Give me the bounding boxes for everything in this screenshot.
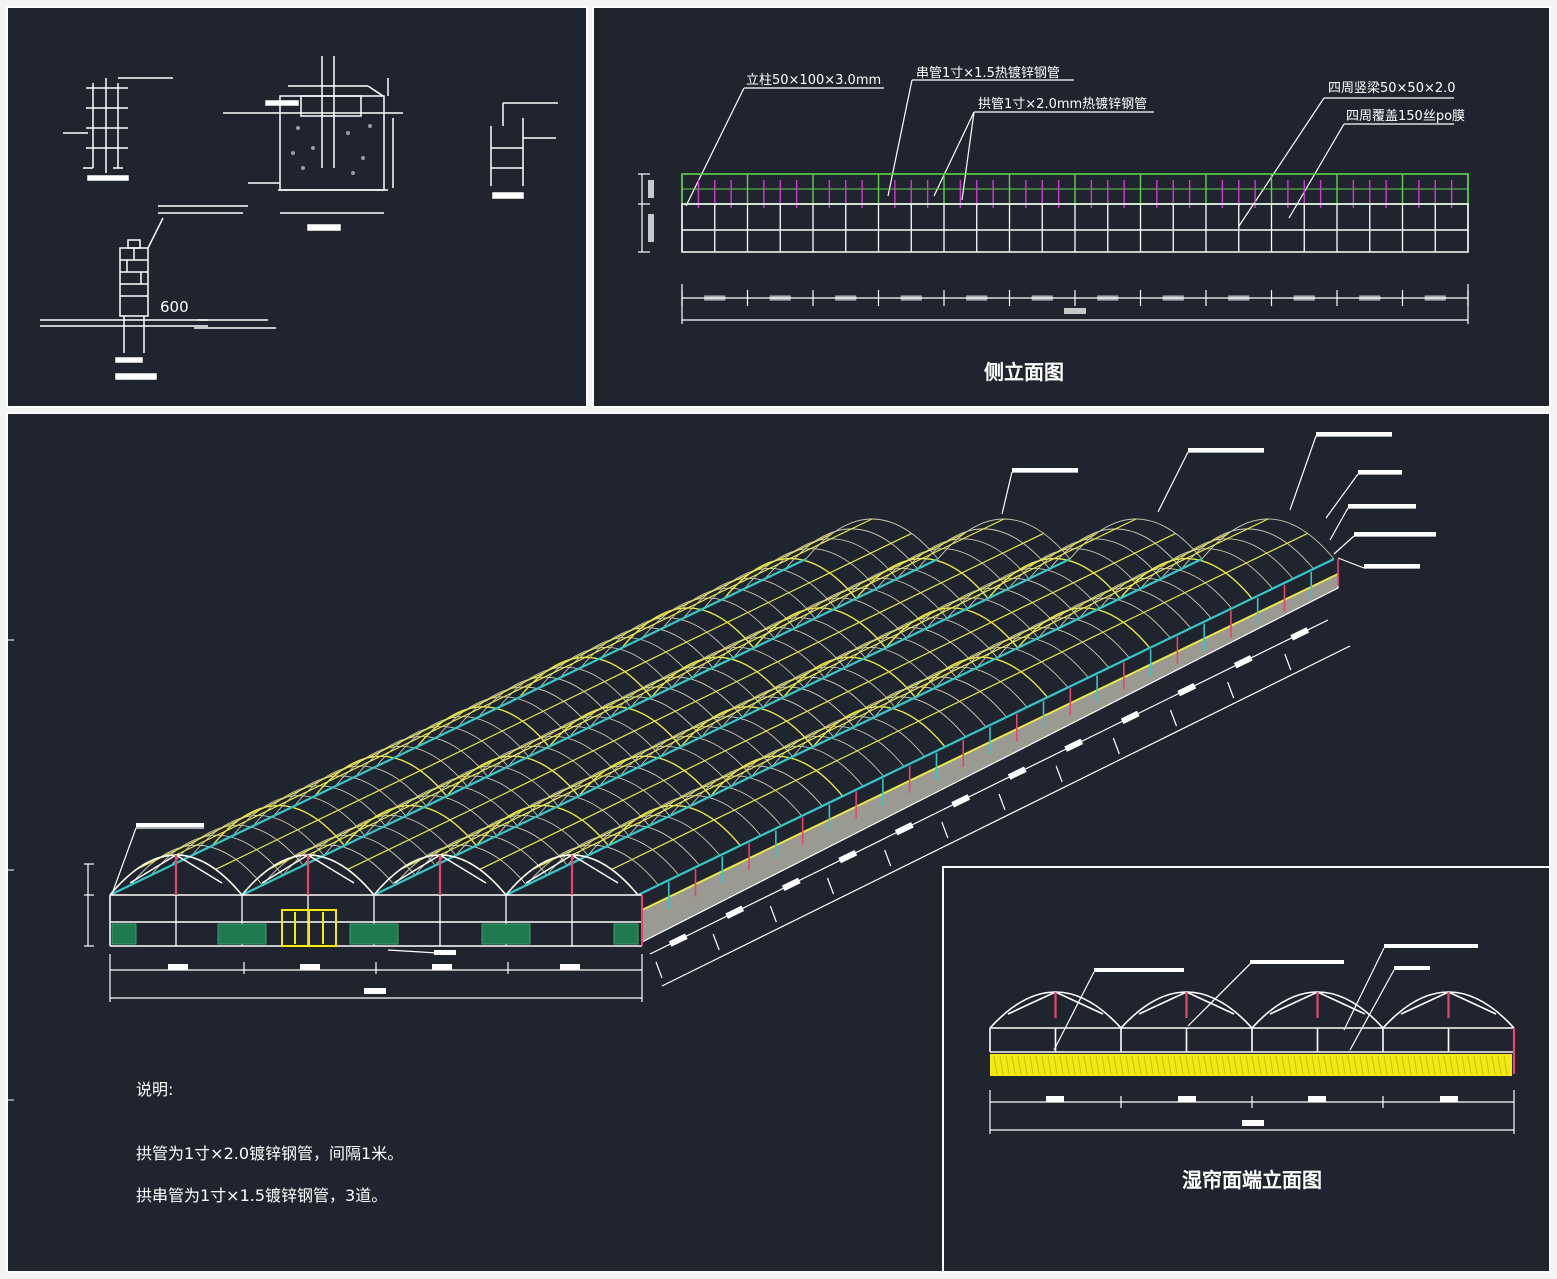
brick-wall-detail — [40, 205, 276, 380]
end-elevation-title: 湿帘面端立面图 — [1182, 1168, 1322, 1192]
rebar-detail-left — [63, 77, 173, 181]
label-column: 立柱50×100×3.0mm — [746, 73, 881, 88]
label-perimeter-beam: 四周竖梁50×50×2.0 — [1328, 81, 1456, 96]
isometric-drawing — [8, 432, 1436, 1101]
detail-drawings: 600 — [40, 56, 558, 380]
label-string-pipe: 串管1寸×1.5热镀锌钢管 — [916, 65, 1060, 81]
front-end-wall — [109, 854, 643, 947]
fan-5 — [613, 923, 639, 945]
detail-panel: 600 — [6, 6, 588, 408]
foundation-detail — [223, 56, 403, 231]
notes-line-1: 拱管为1寸×2.0镀锌钢管，间隔1米。 — [136, 1144, 404, 1163]
gutter-detail — [490, 102, 558, 199]
notes-heading: 说明: — [136, 1080, 174, 1099]
dim-600-label: 600 — [160, 298, 189, 316]
side-elevation-panel: 立柱50×100×3.0mm 串管1寸×1.5热镀锌钢管 拱管1寸×2.0mm热… — [592, 6, 1551, 408]
label-perimeter-film: 四周覆盖150丝po膜 — [1346, 109, 1465, 124]
side-elevation-title: 侧立面图 — [984, 360, 1064, 384]
door — [281, 909, 337, 947]
label-arch-pipe: 拱管1寸×2.0mm热镀锌钢管 — [978, 96, 1147, 112]
notes-line-2: 拱串管为1寸×1.5镀锌钢管，3道。 — [136, 1186, 388, 1205]
side-elevation-drawing: 立柱50×100×3.0mm 串管1寸×1.5热镀锌钢管 拱管1寸×2.0mm热… — [638, 65, 1469, 324]
fan-3 — [349, 923, 399, 945]
end-elevation-panel: 湿帘面端立面图 — [942, 866, 1551, 1273]
end-elevation-drawing — [989, 944, 1516, 1134]
fan-1 — [111, 923, 137, 945]
fan-4 — [481, 923, 531, 945]
fan-2 — [217, 923, 267, 945]
